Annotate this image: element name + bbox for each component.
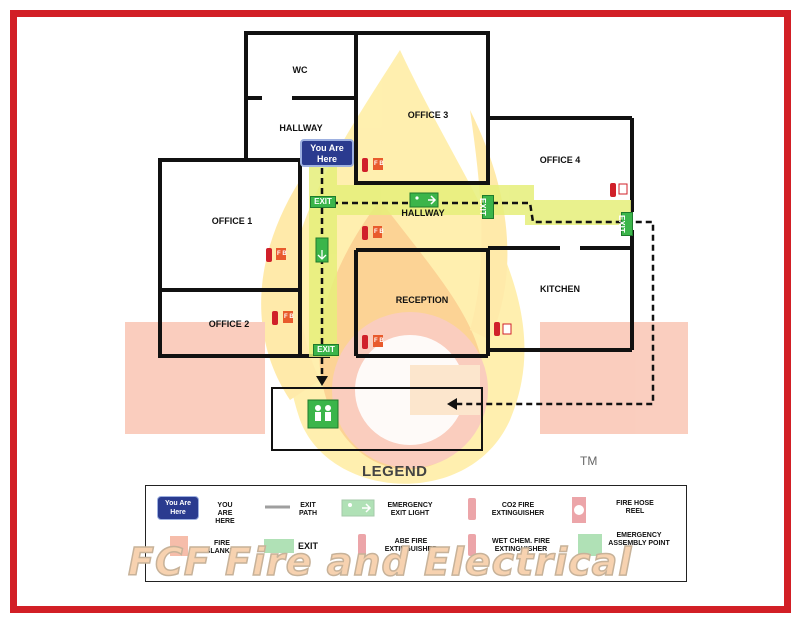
legend-you-are-here-icon: You Are Here [157,496,199,520]
fire-blanket-label: F B [374,229,384,235]
fire-blanket-label: F B [277,251,287,257]
assembly-point-icon [307,399,339,429]
extinguisher-icons [266,158,628,349]
trademark: TM [580,454,598,468]
legend-co2: CO2 FIRE EXTINGUISHER [491,502,545,517]
room-label-office-4: OFFICE 4 [539,155,581,165]
emergency-exit-light-icon [315,237,329,263]
room-label-hallway-main: HALLWAY [401,208,445,218]
room-label-reception: RECEPTION [395,295,449,305]
exit-sign: EXIT [310,196,336,208]
legend-wet-chem: WET CHEM. FIRE EXTINGUISHER [492,538,550,553]
legend-hose-reel: FIRE HOSE REEL [616,500,654,515]
legend-you-are-here: YOU ARE HERE [215,502,235,525]
legend-exit: EXIT [298,541,319,551]
fcf-watermark-logo [125,50,688,484]
room-label-office-3: OFFICE 3 [407,110,449,120]
room-label-wc: WC [292,65,308,75]
exit-sign: EXIT [617,212,633,236]
exit-sign: EXIT [478,195,494,219]
you-are-here-marker: You Are Here [300,139,354,167]
legend-abe: ABE FIRE EXTINGUISHER [384,538,438,553]
fire-blanket-label: F B [374,338,384,344]
arrow-to-assembly-2 [447,398,457,410]
legend-box [145,485,687,582]
emergency-exit-light-icon [409,192,439,208]
fire-blanket-label: F B [284,314,294,320]
legend-fire-blanket: FIRE BLANKET [205,540,239,555]
legend-emergency-exit-light: EMERGENCY EXIT LIGHT [387,502,433,517]
brand-watermark-text: FCF Fire and Electrical [127,539,633,585]
room-label-kitchen: KITCHEN [540,284,580,294]
legend-exit-path: EXIT PATH [298,502,318,517]
legend-assembly: EMERGENCY ASSEMBLY POINT [608,532,670,547]
fire-blanket-label: F B [374,161,384,167]
legend-title: LEGEND [362,463,428,480]
room-label-office-2: OFFICE 2 [208,319,250,329]
room-label-hallway-top: HALLWAY [279,123,323,133]
arrow-to-assembly-1 [316,376,328,386]
room-label-office-1: OFFICE 1 [211,216,253,226]
exit-sign: EXIT [313,344,339,356]
